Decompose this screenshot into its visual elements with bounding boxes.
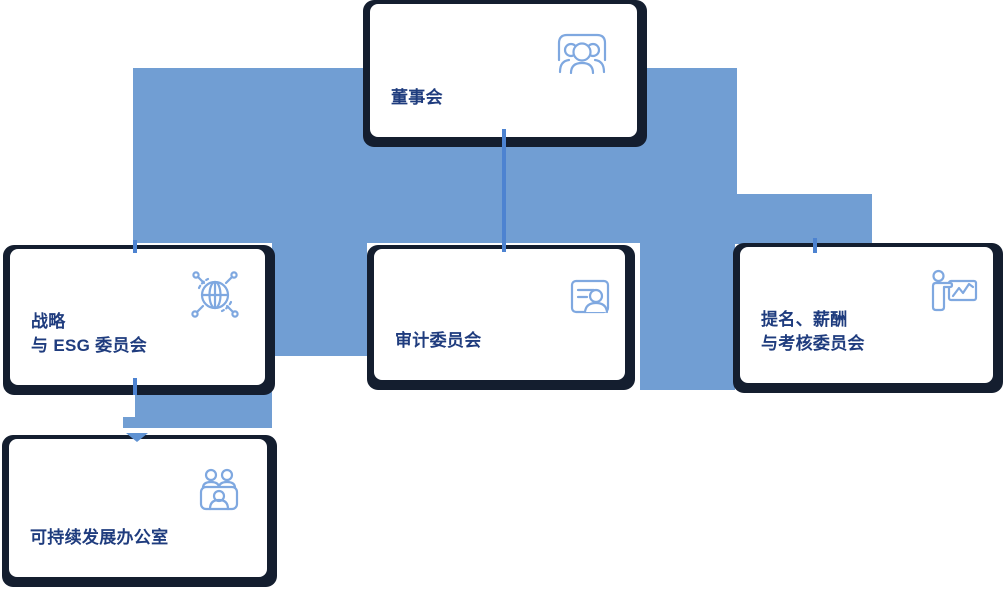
label-line: 与考核委员会 <box>761 334 865 353</box>
label-line: 可持续发展办公室 <box>30 528 169 547</box>
org-node-label: 董事会 <box>391 86 443 110</box>
org-node-label: 战略 与 ESG 委员会 <box>31 310 147 358</box>
org-node-strategy-esg: 战略 与 ESG 委员会 <box>3 245 275 395</box>
org-node-sustainability-office: 可持续发展办公室 <box>2 435 277 587</box>
globe-network-icon <box>189 269 241 321</box>
org-node-strategy-card: 战略 与 ESG 委员会 <box>10 249 265 385</box>
label-line: 审计委员会 <box>395 331 482 350</box>
org-node-audit-card: 审计委员会 <box>374 249 625 380</box>
org-node-label: 提名、薪酬 与考核委员会 <box>761 308 865 356</box>
label-line: 提名、薪酬 <box>761 310 848 329</box>
connector-line-board-audit <box>502 129 506 252</box>
label-line: 董事会 <box>391 88 443 107</box>
presenter-chart-icon <box>928 269 978 314</box>
org-node-label: 审计委员会 <box>395 329 482 353</box>
org-node-label: 可持续发展办公室 <box>30 526 168 550</box>
office-team-icon <box>197 467 241 513</box>
connector-band-right-vertical <box>640 243 735 390</box>
org-node-board-card: 董事会 <box>370 4 637 137</box>
org-node-sustainability-card: 可持续发展办公室 <box>9 439 267 577</box>
label-line: 与 ESG 委员会 <box>31 336 148 355</box>
connector-band-sub-lower <box>123 417 272 428</box>
org-node-nomination: 提名、薪酬 与考核委员会 <box>733 243 1003 393</box>
label-line: 战略 <box>31 312 66 331</box>
connector-band-center <box>272 243 367 356</box>
connector-line-strategy-bottom <box>133 378 137 395</box>
id-card-person-icon <box>568 274 612 318</box>
connector-band-sub-upper <box>135 392 272 417</box>
connector-line-strategy-top <box>133 240 137 253</box>
arrow-down-icon <box>126 433 148 442</box>
org-node-board: 董事会 <box>363 0 647 147</box>
org-node-audit: 审计委员会 <box>367 245 635 390</box>
connector-line-nomination <box>813 238 817 253</box>
connector-band-right <box>735 194 872 244</box>
people-meeting-icon <box>552 29 612 75</box>
org-node-nomination-card: 提名、薪酬 与考核委员会 <box>740 247 993 383</box>
